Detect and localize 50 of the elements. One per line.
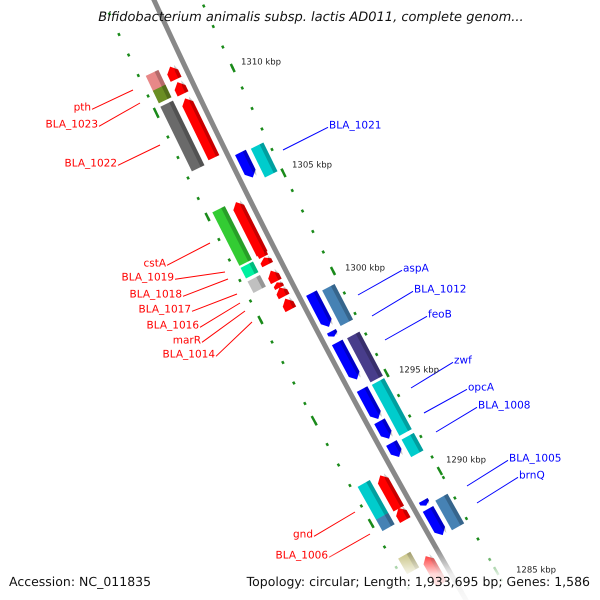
- gene-label: BLA_1022: [64, 158, 117, 170]
- leader-line: [182, 278, 228, 297]
- gene-label: BLA_1008: [478, 400, 530, 412]
- gene-label: BLA_1019: [122, 272, 174, 284]
- gene-label: BLA_1012: [414, 284, 466, 296]
- leader-line: [424, 388, 468, 414]
- leader-line: [200, 302, 240, 328]
- gene-label: BLA_1005: [509, 452, 562, 466]
- gene-label: BLA_1023: [46, 118, 98, 132]
- gene-label: aspA: [403, 262, 429, 276]
- leader-line: [118, 144, 160, 166]
- leader-line: [372, 290, 414, 316]
- leader-line: [314, 512, 356, 537]
- leader-line: [216, 322, 252, 357]
- leader-line: [202, 310, 246, 343]
- gene-label: zwf: [454, 354, 472, 368]
- map-title: Bifidobacterium animalis subsp. lactis AD011, complete genom...: [97, 10, 525, 25]
- leader-line: [192, 294, 238, 312]
- leader-line: [384, 316, 428, 340]
- position-label: 1290 kbp: [446, 456, 486, 466]
- leader-line: [436, 406, 478, 432]
- gene-label: BLA_1017: [138, 304, 191, 316]
- leader-line: [282, 126, 328, 150]
- gene-label: brnQ: [519, 470, 545, 482]
- position-label: 1285 kbp: [516, 566, 556, 576]
- gene-label: BLA_1018: [130, 288, 182, 302]
- leader-line: [466, 460, 508, 486]
- genome-info-text: Topology: circular; Length: 1,933,695 bp; Genes: 1,586: [246, 574, 590, 590]
- gene-label: BLA_1021: [329, 120, 382, 132]
- position-label: 1295 kbp: [399, 366, 440, 376]
- gene-label: BLA_1006: [276, 550, 328, 562]
- gene-label: pth: [74, 102, 91, 114]
- leader-line: [476, 476, 518, 504]
- gene-label: BLA_1016: [146, 320, 199, 332]
- position-label: 1305 kbp: [292, 160, 332, 172]
- position-label: 1300 kbp: [345, 264, 386, 274]
- leader-line: [410, 362, 454, 388]
- leader-line: [166, 242, 210, 266]
- accession-text: Accession: NC_011835: [9, 574, 152, 590]
- gene-label: feoB: [428, 308, 452, 322]
- leader-line: [98, 102, 140, 127]
- gene-label: cstA: [143, 258, 166, 270]
- leader-line: [358, 270, 402, 296]
- leader-line: [174, 272, 226, 280]
- position-label: 1310 kbp: [241, 58, 282, 68]
- gene-label: marR: [172, 334, 201, 348]
- gene-label: gnd: [293, 528, 313, 542]
- gene-label: opcA: [468, 382, 494, 394]
- gene-label: BLA_1014: [162, 348, 215, 362]
- leader-line: [92, 90, 134, 110]
